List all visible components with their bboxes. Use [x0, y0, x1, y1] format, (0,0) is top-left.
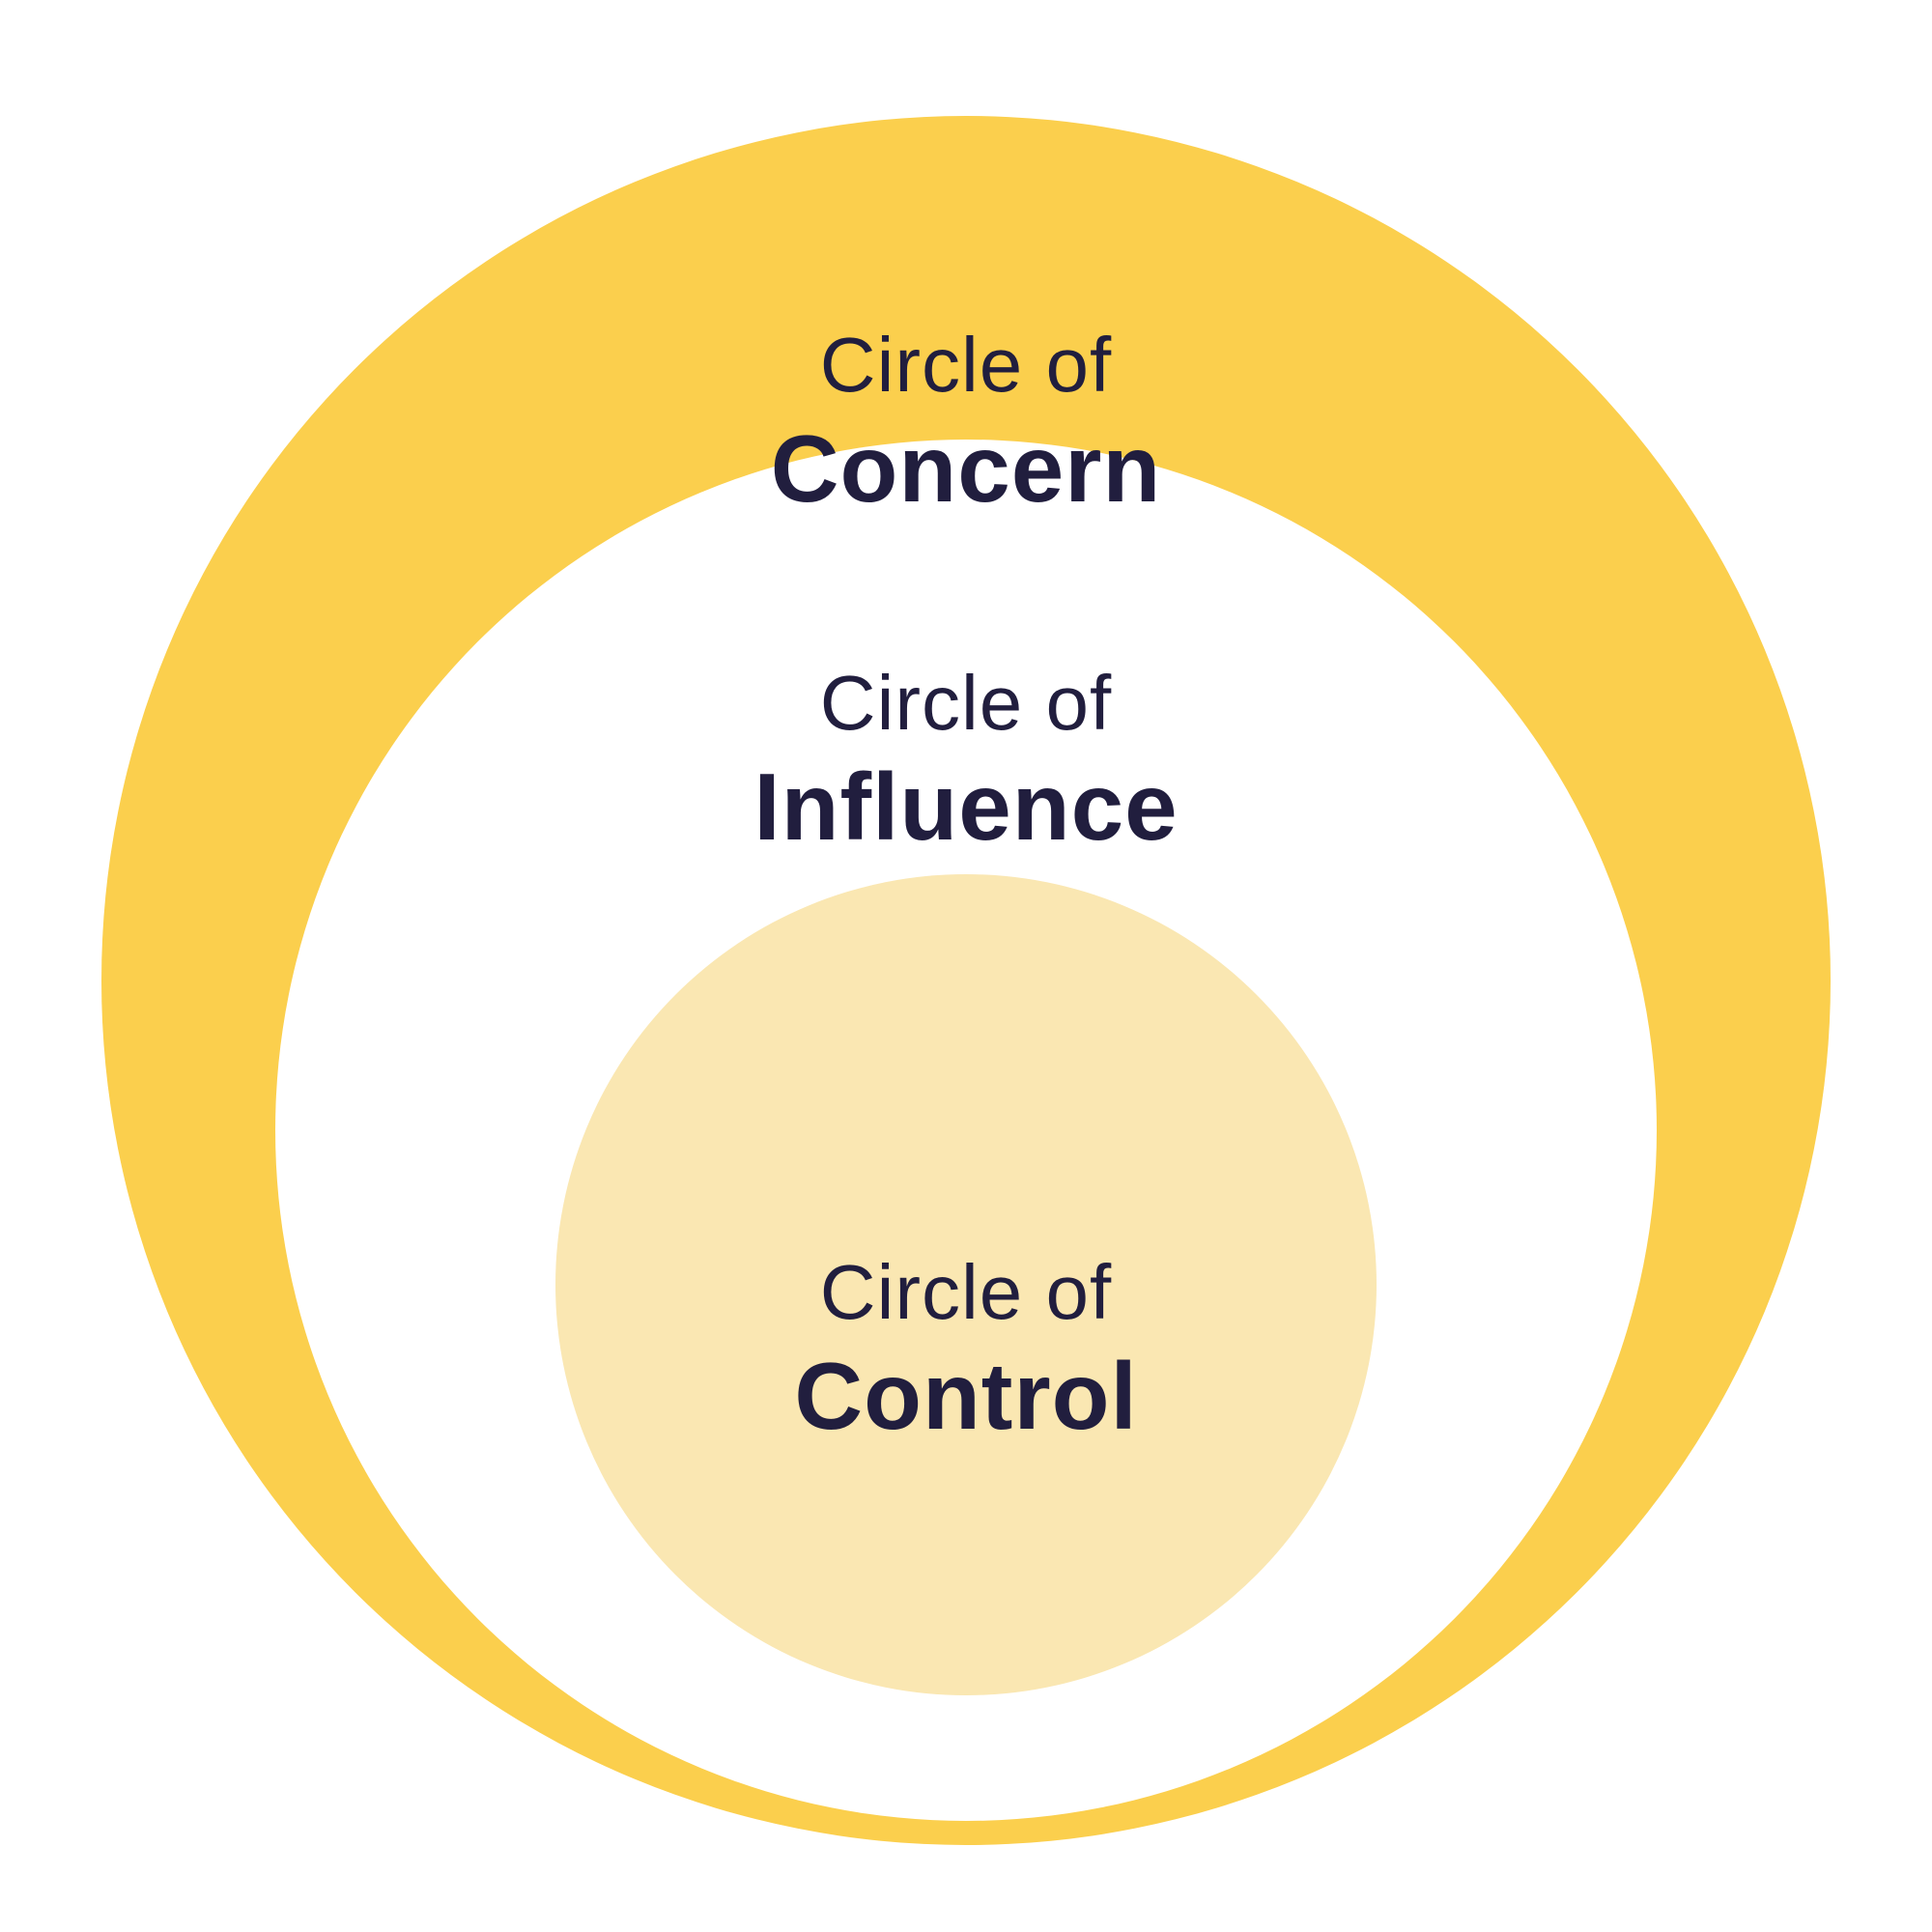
label-concern-word: Concern [770, 415, 1162, 522]
label-influence-prefix: Circle of [819, 660, 1113, 746]
label-control-word: Control [794, 1343, 1138, 1449]
label-circle-of-concern: Circle of Concern [0, 322, 1932, 522]
label-circle-of-influence: Circle of Influence [0, 660, 1932, 860]
label-circle-of-control: Circle of Control [0, 1249, 1932, 1449]
label-control-prefix: Circle of [819, 1249, 1113, 1335]
label-concern-prefix: Circle of [819, 322, 1113, 408]
circle-of-control-shape [555, 874, 1377, 1695]
label-influence-word: Influence [753, 753, 1179, 860]
